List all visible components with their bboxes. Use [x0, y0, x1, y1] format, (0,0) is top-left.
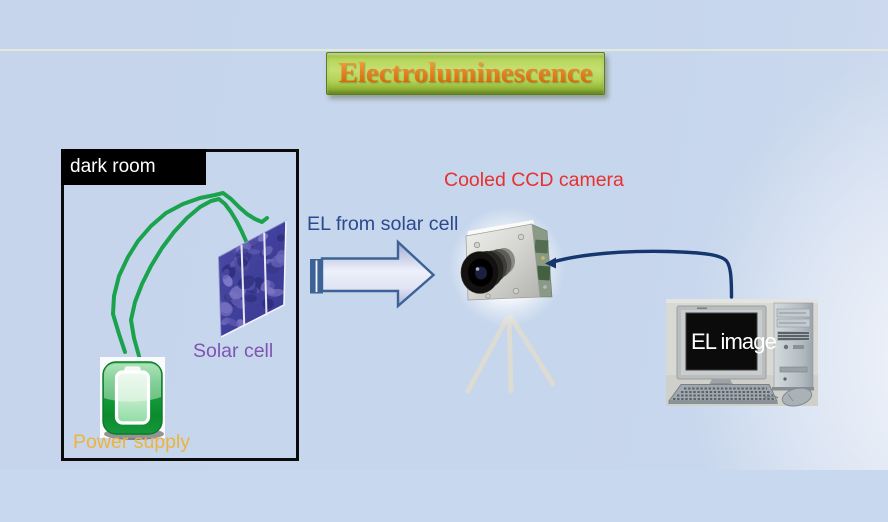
- camera-lens: [460, 248, 515, 294]
- arrow-tail-stripe: [315, 260, 318, 292]
- dark-room-label: dark room: [70, 156, 156, 177]
- cooled-ccd-camera-label: Cooled CCD camera: [444, 169, 624, 191]
- computer-mouse: [763, 387, 813, 407]
- dark-room-box: [61, 149, 299, 461]
- cable-end: [545, 257, 556, 269]
- ccd-camera: [449, 207, 565, 327]
- power-supply-label: Power supply: [73, 431, 191, 453]
- slide-bottom-band: [0, 470, 888, 522]
- camera-screws: [473, 233, 525, 299]
- el-from-solar-cell-label: EL from solar cell: [307, 213, 459, 235]
- camera-cable: [545, 249, 734, 299]
- computer-monitor: [676, 305, 767, 397]
- wire-right: [129, 197, 250, 358]
- solar-cell-panel: [217, 220, 287, 338]
- solar-cell-label: Solar cell: [193, 340, 274, 362]
- tripod-legs: [465, 314, 556, 394]
- el-image-label: EL image: [691, 329, 777, 354]
- slide-title: Electroluminescence: [338, 57, 593, 89]
- el-arrow: [310, 239, 436, 309]
- monitor-screen: [685, 312, 758, 371]
- desktop-computer: [666, 299, 818, 407]
- power-supply-icon: [100, 357, 165, 440]
- horizontal-divider-line: [0, 49, 888, 51]
- dark-room-header: dark room: [61, 149, 206, 185]
- title-banner: Electroluminescence: [326, 52, 605, 95]
- computer-tower: [772, 302, 814, 391]
- wire-left: [111, 191, 269, 354]
- power-wires: [111, 191, 269, 358]
- block-arrow-right-icon: [320, 239, 436, 309]
- computer-keyboard: [668, 384, 778, 404]
